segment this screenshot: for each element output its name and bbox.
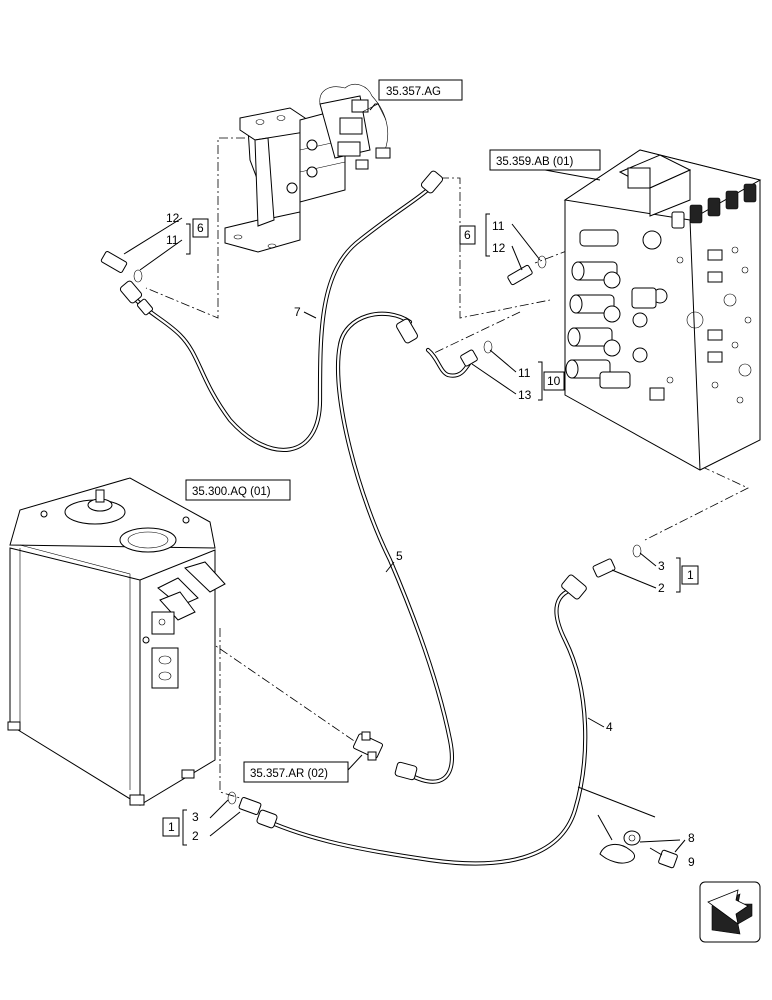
hose-7 bbox=[119, 170, 444, 453]
ref-box-control-valve[interactable]: 35.359.AB (01) bbox=[489, 149, 601, 171]
ref-box-connector[interactable]: 35.357.AR (02) bbox=[243, 761, 349, 783]
callout-7: 7 bbox=[294, 305, 301, 319]
callout-2-left: 2 bbox=[192, 829, 199, 843]
arrow-navigation-icon[interactable] bbox=[699, 881, 761, 943]
valve-top-spools bbox=[671, 183, 757, 229]
callout-box-1-right bbox=[681, 565, 699, 585]
callout-numbers: 12 11 6 6 11 12 7 11 13 10 5 3 2 1 4 1 3… bbox=[162, 211, 699, 869]
callout-8: 8 bbox=[688, 831, 695, 845]
callout-3-left: 3 bbox=[192, 810, 199, 824]
callout-box-6-left bbox=[192, 218, 209, 238]
ref-box-pedal-valve[interactable]: 35.357.AG bbox=[378, 79, 463, 101]
elbow-fitting-13 bbox=[425, 340, 493, 378]
pedal-valve-assembly bbox=[224, 84, 391, 253]
callout-box-6-right bbox=[459, 225, 476, 245]
callout-4: 4 bbox=[606, 720, 613, 734]
valve-port-holes bbox=[649, 246, 752, 404]
callout-2-right: 2 bbox=[658, 581, 665, 595]
callout-12-left: 12 bbox=[166, 211, 180, 225]
hydraulic-tank bbox=[7, 477, 226, 806]
hose-5 bbox=[335, 311, 454, 784]
bolt-9 bbox=[649, 847, 678, 869]
fitting-2-left bbox=[227, 791, 262, 815]
callout-6-left: 6 bbox=[197, 221, 204, 235]
fitting-12-right bbox=[507, 255, 547, 286]
fitting-2-right bbox=[592, 544, 642, 578]
callout-5: 5 bbox=[396, 549, 403, 563]
ref-label-control-valve: 35.359.AB (01) bbox=[496, 156, 574, 168]
callout-6-right: 6 bbox=[464, 228, 471, 242]
connector-fitting bbox=[352, 731, 384, 761]
control-valve-block bbox=[563, 149, 762, 471]
clamp-8 bbox=[599, 830, 641, 864]
callout-9: 9 bbox=[688, 855, 695, 869]
ref-box-tank[interactable]: 35.300.AQ (01) bbox=[185, 479, 291, 501]
ref-label-tank: 35.300.AQ (01) bbox=[192, 486, 271, 498]
hose-4 bbox=[256, 574, 588, 866]
callout-3-right: 3 bbox=[658, 559, 665, 573]
callout-13: 13 bbox=[518, 388, 532, 402]
callout-box-10 bbox=[543, 371, 565, 391]
ref-label-connector: 35.357.AR (02) bbox=[250, 768, 328, 780]
valve-side-spools bbox=[565, 229, 668, 389]
callout-1-left: 1 bbox=[168, 820, 175, 834]
hose-section-mark bbox=[577, 786, 656, 841]
callout-12-right: 12 bbox=[492, 241, 506, 255]
fitting-12-left bbox=[100, 251, 143, 283]
callout-11-left: 11 bbox=[166, 233, 179, 247]
callout-10: 10 bbox=[547, 374, 561, 388]
callout-11-bottom: 11 bbox=[518, 366, 531, 380]
ref-label-pedal-valve: 35.357.AG bbox=[386, 86, 441, 98]
callout-1-right: 1 bbox=[687, 568, 694, 582]
callout-11-right: 11 bbox=[492, 219, 505, 233]
callout-box-1-left bbox=[162, 817, 180, 837]
